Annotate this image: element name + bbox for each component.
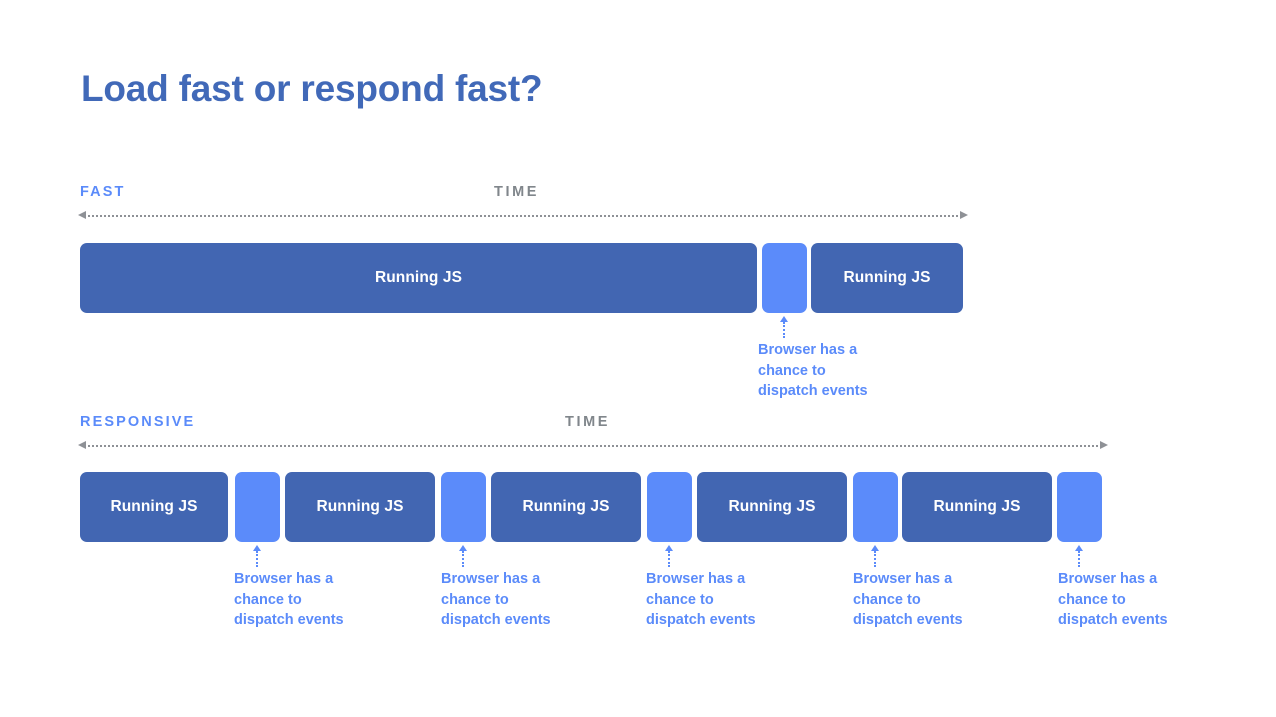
section-label-fast: FAST: [80, 184, 126, 200]
event-gap-block: [647, 472, 692, 542]
callout-stem: [462, 551, 464, 567]
event-gap-block: [441, 472, 486, 542]
time-axis-label-responsive: TIME: [565, 414, 611, 430]
arrowhead-left-icon: [78, 211, 86, 219]
axis-dotted-line: [84, 215, 962, 217]
callout-stem: [874, 551, 876, 567]
event-gap-block: [1057, 472, 1102, 542]
running-js-label: Running JS: [374, 269, 463, 286]
running-js-label: Running JS: [843, 269, 931, 286]
timeline-track-fast: Running JS Running JS: [0, 243, 1276, 313]
section-label-responsive: RESPONSIVE: [80, 414, 196, 430]
running-js-block: Running JS: [902, 472, 1052, 542]
event-gap-block: [853, 472, 898, 542]
callout-arrowhead-up-icon: [664, 545, 673, 551]
arrowhead-left-icon: [78, 441, 86, 449]
callout-text: Browser has a chance to dispatch events: [646, 571, 756, 628]
callout-text: Browser has a chance to dispatch events: [441, 571, 551, 628]
running-js-label: Running JS: [728, 498, 816, 515]
event-gap-block: [762, 243, 807, 313]
arrowhead-right-icon: [1100, 441, 1108, 449]
callout-text: Browser has a chance to dispatch events: [853, 571, 963, 628]
time-axis-arrow-responsive: [78, 441, 1108, 450]
callout-arrowhead-up-icon: [779, 316, 788, 322]
arrowhead-right-icon: [960, 211, 968, 219]
running-js-block: Running JS: [80, 472, 228, 542]
running-js-block: Running JS: [491, 472, 641, 542]
callout-text: Browser has a chance to dispatch events: [1058, 571, 1168, 628]
callout-arrowhead-up-icon: [458, 545, 467, 551]
callout-arrowhead-up-icon: [870, 545, 879, 551]
callout-text: Browser has a chance to dispatch events: [758, 342, 868, 399]
running-js-block: Running JS: [285, 472, 435, 542]
page-title: Load fast or respond fast?: [81, 68, 543, 109]
time-axis-arrow-fast: [78, 211, 968, 220]
callout-stem: [783, 322, 785, 338]
callout-stem: [668, 551, 670, 567]
running-js-block: Running JS: [80, 243, 757, 313]
event-gap-block: [235, 472, 280, 542]
axis-dotted-line: [84, 445, 1102, 447]
timeline-track-responsive: Running JS Running JS Running JS Running JS…: [0, 472, 1276, 542]
time-axis-label-fast: TIME: [494, 184, 540, 200]
callout-text: Browser has a chance to dispatch events: [234, 571, 344, 628]
running-js-label: Running JS: [316, 498, 404, 515]
running-js-label: Running JS: [933, 498, 1021, 515]
running-js-block: Running JS: [811, 243, 963, 313]
running-js-label: Running JS: [110, 498, 198, 515]
callout-arrowhead-up-icon: [1074, 545, 1083, 551]
callout-arrowhead-up-icon: [252, 545, 261, 551]
callout-stem: [256, 551, 258, 567]
callout-stem: [1078, 551, 1080, 567]
running-js-block: Running JS: [697, 472, 847, 542]
running-js-label: Running JS: [522, 498, 610, 515]
